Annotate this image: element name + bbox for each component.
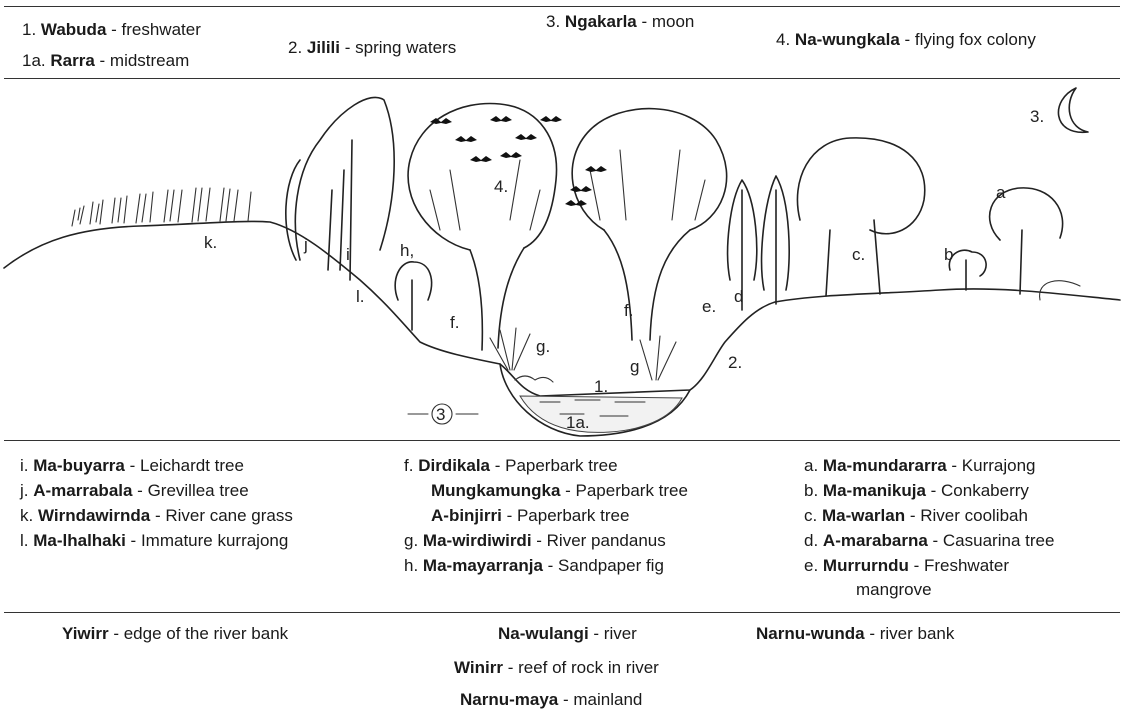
legend-item-e-continuation: mangrove xyxy=(856,580,932,600)
river-pandanus xyxy=(490,328,676,380)
conkaberry xyxy=(949,250,986,290)
marker-g-right: g xyxy=(630,357,639,376)
marker-f-left: f. xyxy=(450,313,459,332)
marker-1: 1. xyxy=(594,377,608,396)
kurrajong xyxy=(990,188,1080,300)
illustration-top-border xyxy=(4,78,1120,79)
legend-item-h: h. Ma-mayarranja - Sandpaper fig xyxy=(404,556,664,576)
legend-item-j: j. A-marrabala - Grevillea tree xyxy=(20,481,249,501)
river-coolibah xyxy=(797,138,924,296)
term-yiwirr: Yiwirr - edge of the river bank xyxy=(62,624,288,644)
marker-1a: 1a. xyxy=(566,413,590,432)
legend-item-l: l. Ma-lhalhaki - Immature kurrajong xyxy=(20,531,288,551)
marker-d: d xyxy=(734,287,743,306)
marker-2: 2. xyxy=(728,353,742,372)
marker-g-left: g. xyxy=(536,337,550,356)
marker-f-right: f. xyxy=(624,301,633,320)
top-label-flying-fox-colony: 4. Na-wungkala - flying fox colony xyxy=(776,30,1036,50)
paperbark-tree-left xyxy=(408,103,556,350)
top-label-moon: 3. Ngakarla - moon xyxy=(546,12,694,32)
marker-j: j xyxy=(303,235,308,254)
term-winirr: Winirr - reef of rock in river xyxy=(454,658,659,678)
legend-item-d: d. A-marabarna - Casuarina tree xyxy=(804,531,1054,551)
marker-b: b xyxy=(944,245,953,264)
legend-item-b: b. Ma-manikuja - Conkaberry xyxy=(804,481,1029,501)
legend-item-e: e. Murrurndu - Freshwater xyxy=(804,556,1009,576)
legend-item-a: a. Ma-mundararra - Kurrajong xyxy=(804,456,1036,476)
legend-item-f-alt-2: A-binjirri - Paperbark tree xyxy=(431,506,629,526)
marker-4: 4. xyxy=(494,177,508,196)
term-narnu-wunda: Narnu-wunda - river bank xyxy=(756,624,954,644)
legend-item-c: c. Ma-warlan - River coolibah xyxy=(804,506,1028,526)
term-na-wulangi: Na-wulangi - river xyxy=(498,624,637,644)
river-bank-illustration: k. j i l. h, f. g. 4. f. e. d 2. g 1. 1a… xyxy=(0,80,1124,438)
top-border xyxy=(4,6,1120,7)
legend-item-f-alt-1: Mungkamungka - Paperbark tree xyxy=(431,481,688,501)
legend-item-i: i. Ma-buyarra - Leichardt tree xyxy=(20,456,244,476)
legend-item-g: g. Ma-wirdiwirdi - River pandanus xyxy=(404,531,666,551)
cane-grass xyxy=(72,188,251,226)
term-narnu-maya: Narnu-maya - mainland xyxy=(460,690,642,710)
marker-i: i xyxy=(346,245,350,264)
grevillea-and-leichardt-trees xyxy=(286,97,394,280)
marker-3-circle-label: 3 xyxy=(436,405,445,424)
rock-reef xyxy=(515,376,553,382)
illustration-bottom-border xyxy=(4,440,1120,441)
marker-l: l. xyxy=(356,287,365,306)
marker-a: a xyxy=(996,183,1006,202)
top-label-spring-waters: 2. Jilili - spring waters xyxy=(288,38,456,58)
marker-k: k. xyxy=(204,233,217,252)
marker-h: h, xyxy=(400,241,414,260)
legend-bottom-border xyxy=(4,612,1120,613)
legend-item-k: k. Wirndawirnda - River cane grass xyxy=(20,506,293,526)
moon-icon xyxy=(1058,88,1088,132)
marker-3-moon: 3. xyxy=(1030,107,1044,126)
legend-item-f: f. Dirdikala - Paperbark tree xyxy=(404,456,618,476)
marker-c: c. xyxy=(852,245,865,264)
top-label-midstream: 1a. Rarra - midstream xyxy=(22,51,189,71)
flying-fox-colony xyxy=(430,116,607,206)
marker-e: e. xyxy=(702,297,716,316)
top-label-freshwater: 1. Wabuda - freshwater xyxy=(22,20,201,40)
